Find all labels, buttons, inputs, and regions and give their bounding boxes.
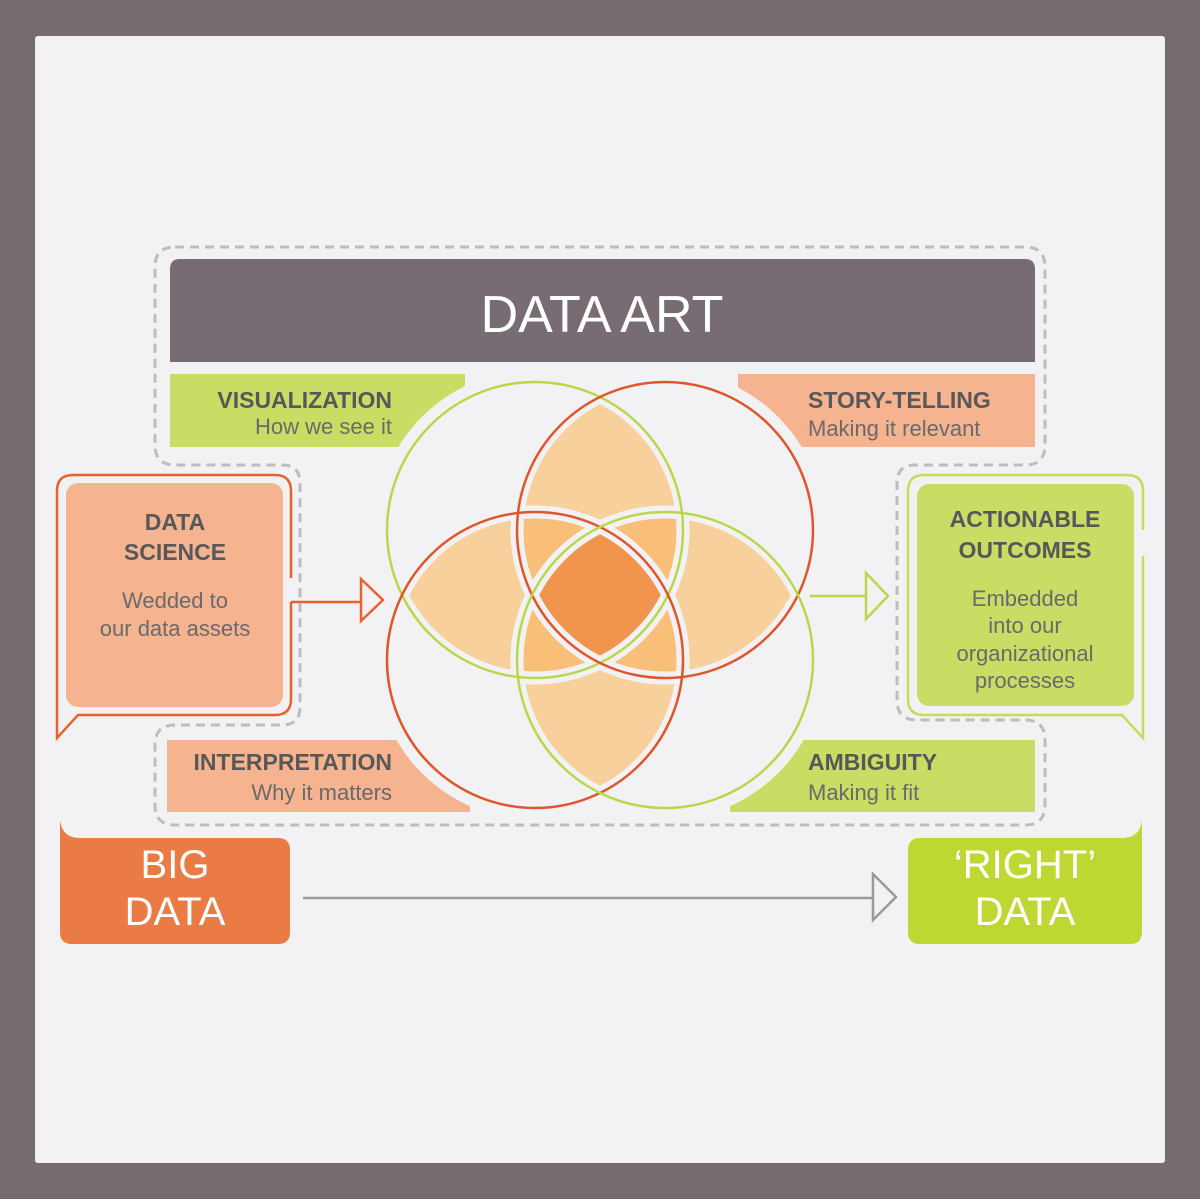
interpretation-subtitle: Why it matters (251, 780, 392, 805)
visualization-title: VISUALIZATION (217, 387, 392, 413)
data-science-desc: our data assets (100, 616, 250, 641)
right-data-box: ‘RIGHT’ DATA (908, 820, 1142, 944)
circle-visualization (385, 380, 685, 680)
interpretation-title: INTERPRETATION (194, 749, 392, 775)
actionable-desc: organizational (957, 641, 1094, 666)
circle-storytelling (515, 380, 815, 680)
ambiguity-title: AMBIGUITY (808, 749, 937, 775)
data-art-header: DATA ART (170, 259, 1035, 362)
actionable-title: OUTCOMES (959, 537, 1092, 563)
big-data-box: BIG DATA (60, 820, 290, 944)
header-title: DATA ART (481, 286, 724, 344)
dashed-outline (153, 245, 1047, 827)
venn-circles (385, 380, 815, 810)
actionable-title: ACTIONABLE (950, 506, 1101, 532)
big-data-label: BIG (141, 843, 210, 887)
actionable-desc: processes (975, 668, 1075, 693)
data-science-bubble: DATA SCIENCE Wedded to our data assets (55, 473, 293, 742)
venn-petals (387, 382, 813, 808)
actionable-desc: Embedded (972, 586, 1078, 611)
visualization-subtitle: How we see it (255, 414, 392, 439)
right-data-label: DATA (975, 890, 1076, 934)
circle-interpretation (385, 510, 685, 810)
actionable-outcomes-bubble: ACTIONABLE OUTCOMES Embedded into our or… (906, 473, 1145, 742)
data-science-title: DATA (145, 509, 205, 535)
storytelling-subtitle: Making it relevant (808, 416, 980, 441)
data-science-title: SCIENCE (124, 539, 226, 565)
arrow-right-icon (303, 870, 898, 924)
actionable-desc: into our (988, 613, 1061, 638)
circle-ambiguity (515, 510, 815, 810)
arrow-right-icon (810, 569, 890, 623)
storytelling-title: STORY-TELLING (808, 387, 991, 413)
data-science-desc: Wedded to (122, 588, 228, 613)
arrow-right-icon (291, 576, 385, 624)
right-data-label: ‘RIGHT’ (954, 843, 1096, 887)
ambiguity-subtitle: Making it fit (808, 780, 919, 805)
big-data-label: DATA (125, 890, 226, 934)
